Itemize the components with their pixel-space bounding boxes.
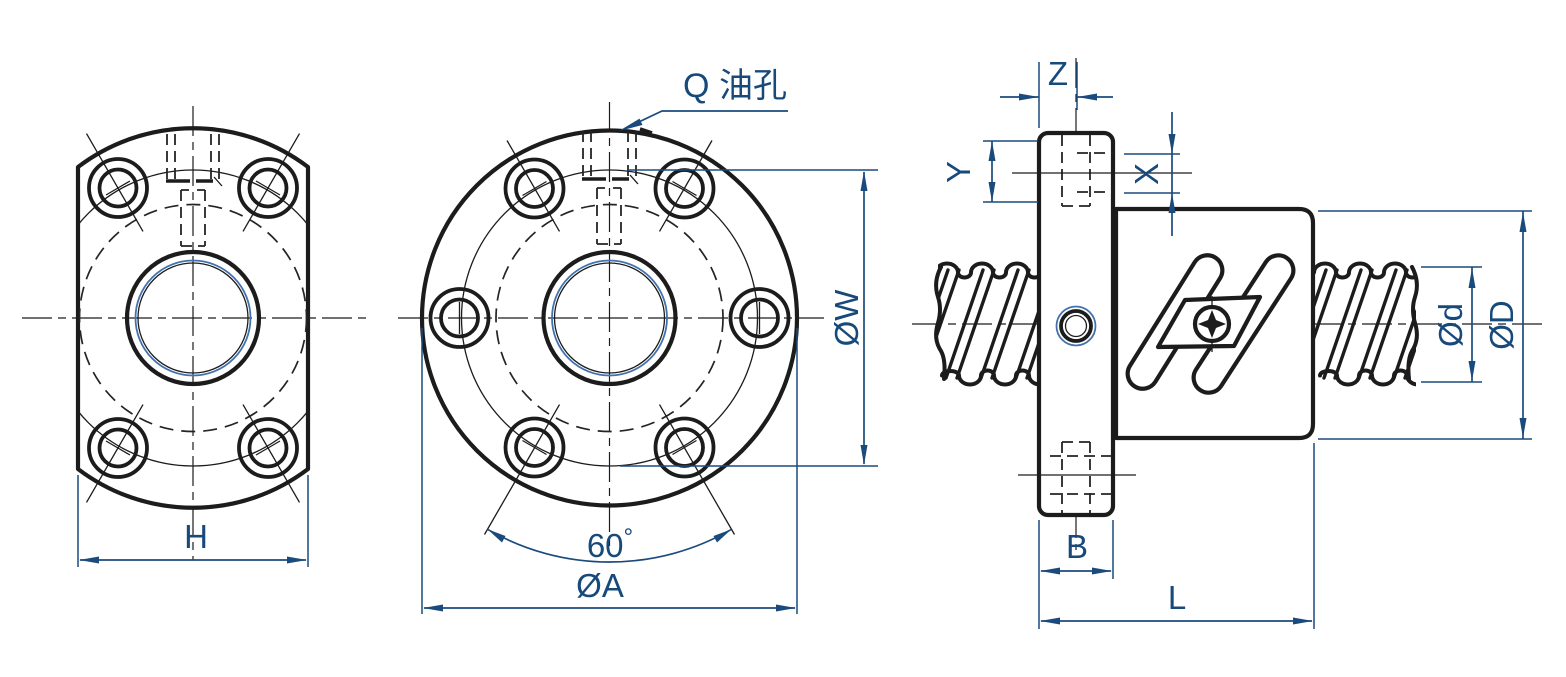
bore-blue-ring bbox=[134, 259, 252, 377]
bore-outer bbox=[124, 249, 262, 387]
hole-centermarks bbox=[85, 133, 301, 503]
bore-outer bbox=[541, 249, 678, 387]
dim-label-l: L bbox=[1168, 579, 1186, 616]
dim-B: B bbox=[1038, 520, 1114, 579]
bolt-holes bbox=[428, 157, 791, 479]
hole-centermarks bbox=[458, 140, 761, 535]
flange-outline bbox=[75, 126, 311, 510]
oil-hole-label: Q 油孔 bbox=[683, 67, 787, 105]
dim-Z: Z bbox=[1000, 55, 1113, 128]
dim-label-w: ØW bbox=[828, 289, 865, 347]
view-front-round: Q 油孔 ØW 60° ØA bbox=[398, 67, 878, 614]
flange-outline bbox=[419, 128, 800, 508]
view-front-flat: H bbox=[22, 106, 368, 567]
dim-A: ØA bbox=[421, 328, 798, 614]
dim-X: X bbox=[1124, 112, 1180, 236]
bore-blue-ring bbox=[551, 259, 668, 377]
hidden-nut-circle bbox=[495, 203, 724, 433]
brand-logo bbox=[1125, 253, 1296, 395]
bolt-holes bbox=[87, 157, 299, 479]
dim-W: ØW bbox=[620, 169, 878, 467]
oil-hole bbox=[1055, 305, 1097, 347]
dim-label-h: H bbox=[184, 518, 208, 555]
dim-label-z: Z bbox=[1048, 55, 1068, 92]
hidden-nut-circle bbox=[78, 203, 308, 433]
dim-D-nut: ØD bbox=[1318, 210, 1532, 440]
screw-thread-left bbox=[934, 261, 1040, 387]
dim-label-angle: 60° bbox=[587, 524, 633, 564]
dim-label-a: ØA bbox=[576, 567, 624, 604]
dim-Y: Y bbox=[940, 140, 1038, 203]
phillips-cross-icon bbox=[1198, 310, 1226, 338]
bolt-circle bbox=[78, 169, 308, 467]
dim-L: L bbox=[1038, 443, 1315, 629]
screw-thread-right bbox=[1315, 261, 1419, 387]
dim-label-b: B bbox=[1066, 528, 1088, 565]
dim-d-screw: Ød bbox=[1421, 266, 1482, 383]
oil-passage-hidden bbox=[582, 127, 653, 245]
dim-label-x: X bbox=[1128, 163, 1165, 185]
dim-60deg: 60° bbox=[487, 524, 732, 564]
dim-label-d-nut: ØD bbox=[1483, 300, 1520, 350]
dim-H: H bbox=[77, 475, 309, 567]
bolt-circle bbox=[460, 169, 759, 467]
bore-inner bbox=[137, 262, 249, 374]
flange-plate bbox=[1036, 130, 1116, 518]
dim-label-y: Y bbox=[940, 161, 977, 183]
callout-oil-hole: Q 油孔 bbox=[619, 67, 788, 131]
dim-label-d-screw: Ød bbox=[1432, 303, 1469, 347]
view-side: Z Y X B bbox=[912, 55, 1548, 629]
oil-passage-hidden bbox=[166, 134, 223, 247]
oil-passage-hidden bbox=[1012, 135, 1192, 513]
bore-inner bbox=[553, 262, 666, 374]
